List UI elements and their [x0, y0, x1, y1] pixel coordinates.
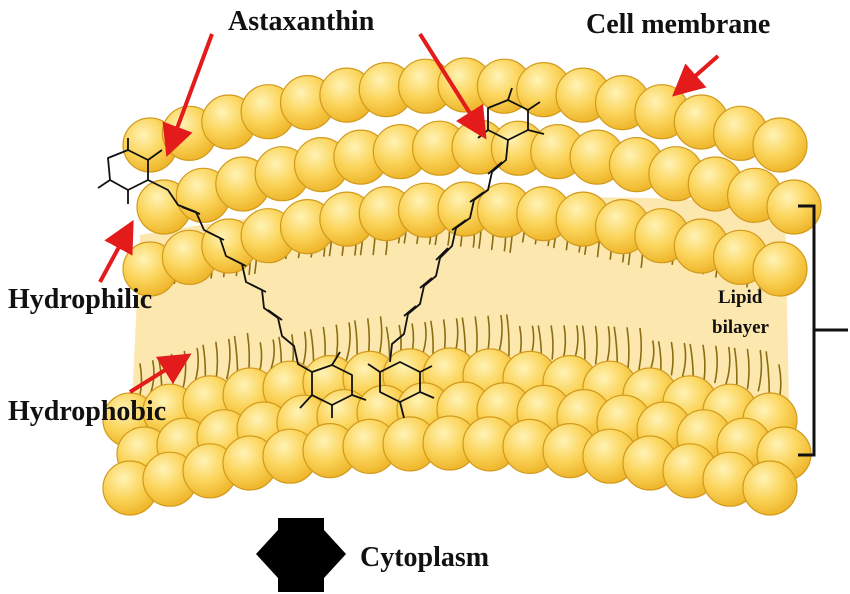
lipid-head — [753, 118, 807, 172]
lipid-bilayer-label-line2: bilayer — [712, 317, 770, 338]
hydrophobic-label: Hydrophobic — [8, 396, 166, 427]
cytoplasm-label: Cytoplasm — [360, 542, 489, 573]
cytoplasm-arrow-icon — [256, 518, 346, 592]
lipid-bilayer-bracket — [798, 206, 848, 455]
hydrophilic-arrow — [100, 234, 126, 282]
astaxanthin-label: Astaxanthin — [228, 6, 375, 37]
cell-membrane-arrow — [684, 56, 718, 86]
lipid-head — [743, 461, 797, 515]
hydrophilic-label: Hydrophilic — [8, 284, 152, 315]
lipid-bilayer-label-line1: Lipid — [718, 287, 763, 308]
cell-membrane-label: Cell membrane — [586, 9, 770, 40]
